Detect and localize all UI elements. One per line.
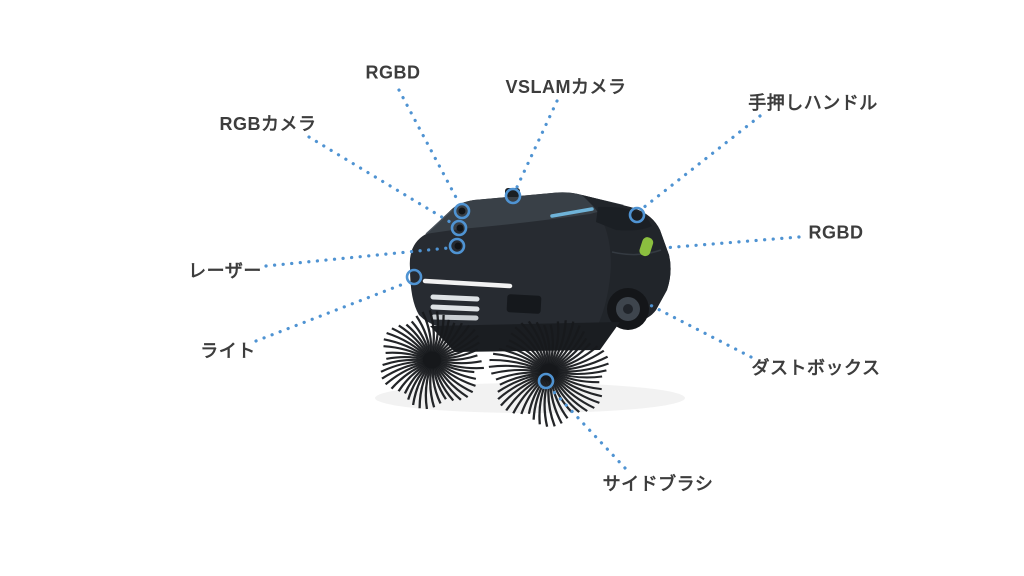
label-rgbd-front-top: RGBD — [365, 62, 421, 83]
label-rgb-camera: RGBカメラ — [219, 114, 317, 134]
label-push-handle: 手押しハンドル — [748, 93, 878, 113]
label-vslam-camera: VSLAMカメラ — [505, 77, 627, 97]
label-dust-box: ダストボックス — [751, 358, 881, 378]
label-laser: レーザー — [188, 261, 262, 281]
label-rgbd-side: RGBD — [808, 222, 864, 243]
label-side-brush: サイドブラシ — [602, 474, 714, 494]
label-light: ライト — [200, 341, 256, 361]
